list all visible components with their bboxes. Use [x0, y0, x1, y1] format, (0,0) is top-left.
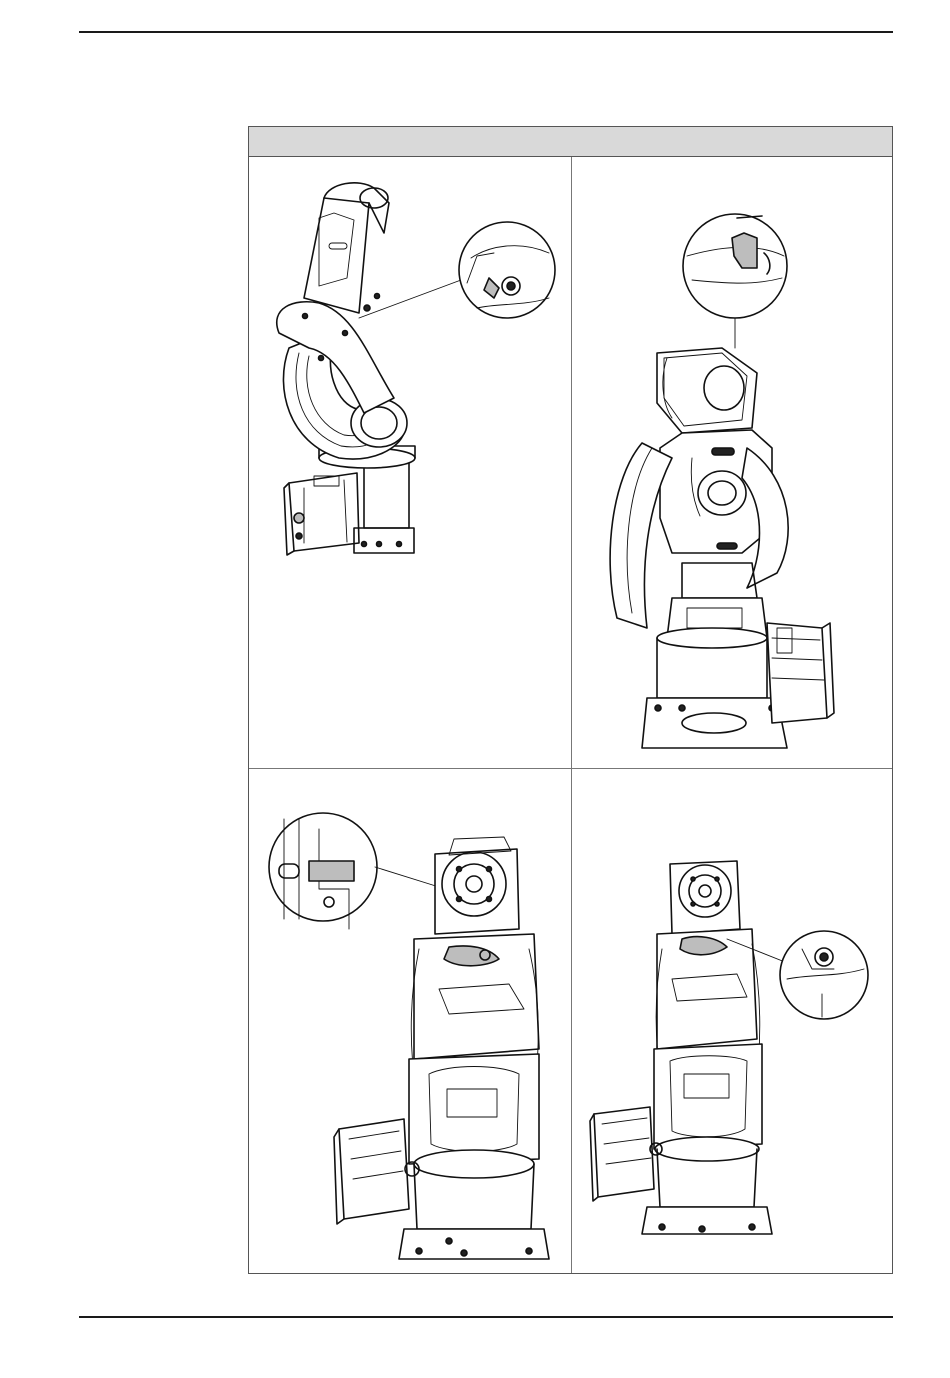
- robot-arm-j3-marker-icon: [249, 769, 571, 1273]
- table-cell-bottom-right: [572, 769, 894, 1273]
- table-cell-top-left: [249, 158, 571, 768]
- robot-arm-j5-lock-icon: [249, 158, 571, 768]
- robot-arm-j4-marker-icon: [572, 158, 894, 768]
- footer-rule: [79, 1316, 893, 1318]
- figure-table: [248, 126, 893, 1274]
- table-header: [249, 127, 892, 157]
- robot-arm-j6-lock-icon: [572, 769, 894, 1273]
- header-rule: [79, 31, 893, 33]
- table-cell-bottom-left: [249, 769, 571, 1273]
- table-cell-top-right: [572, 158, 894, 768]
